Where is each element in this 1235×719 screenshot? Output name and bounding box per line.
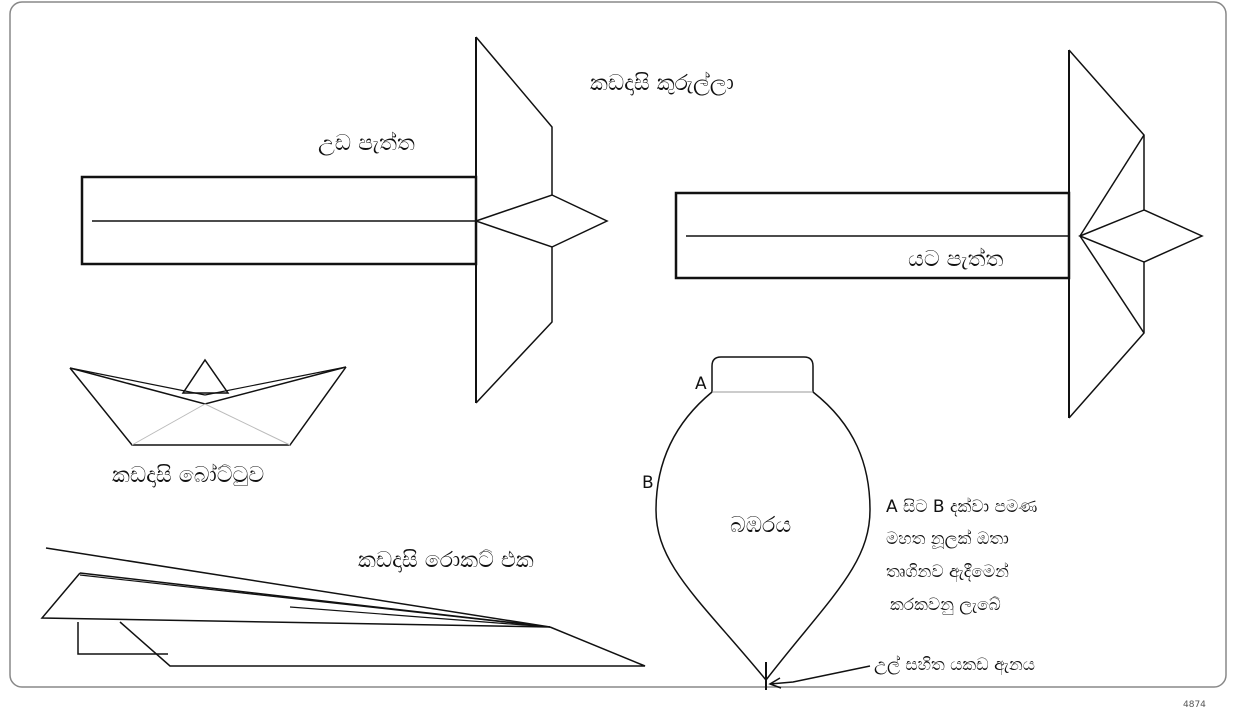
label-lower-side: යට පැත්ත [908,247,1004,272]
top-handle [711,356,814,392]
label-paper-rocket: කඩදාසි රොකට් එක [358,548,534,573]
rocket-fold-line-2 [289,606,551,628]
point-b-label: B [642,473,654,493]
diagram-frame [9,1,1227,688]
spinning-top-figure [655,356,871,690]
label-paper-pinwheel: කඩදාසි කුරුල්ලා [590,71,734,96]
wing-top [475,36,553,195]
nail-arrow [769,665,871,685]
boat-inner-left [69,367,206,396]
note-line-2: මහත නූලක් ඔතා [886,529,1009,549]
wing-lower-top [1068,49,1145,210]
label-nail: උල් සහිත යකඩ ඇනය [874,655,1035,676]
boat-inner-right [204,366,347,396]
boat-fold-right [204,403,291,446]
note-line-4: කරකවනු ලැබේ [890,595,1001,615]
label-upper-side: උඩ පැත්ත [318,131,415,156]
rocket-fold-line [79,574,551,628]
boat-hull [69,366,347,446]
top-body-left [655,391,767,681]
label-paper-boat: කඩදාසි බෝට්ටුව [112,463,264,488]
note-line-1: A සිට B දක්වා පමණ [886,497,1037,517]
top-body-right [765,391,871,681]
wing-lower-tip [1078,209,1204,263]
nail-arrow-head [768,677,782,689]
wing-bottom [475,247,553,404]
paper-boat-figure [69,358,347,446]
pinwheel-lower-figure [674,49,1204,419]
boat-fold-left [131,403,206,446]
wing-tip [473,194,609,248]
rocket-body [40,572,551,628]
rocket-keel [119,621,646,667]
label-spinning-top: බඹරය [730,513,791,538]
fold-line-bottom [1079,235,1145,334]
corner-mark: 4874 [1183,700,1206,710]
note-line-3: තෘගිනව ඇදීමෙන් [886,562,1009,583]
boat-top-edge [69,366,347,405]
pinwheel-upper-figure [80,36,609,404]
paper-rocket-figure [40,547,646,667]
boat-sail [181,358,230,394]
fold-line-top [1079,134,1145,237]
point-a-label: A [695,374,707,394]
wing-lower-bottom [1068,262,1145,419]
rocket-fin [77,622,168,655]
